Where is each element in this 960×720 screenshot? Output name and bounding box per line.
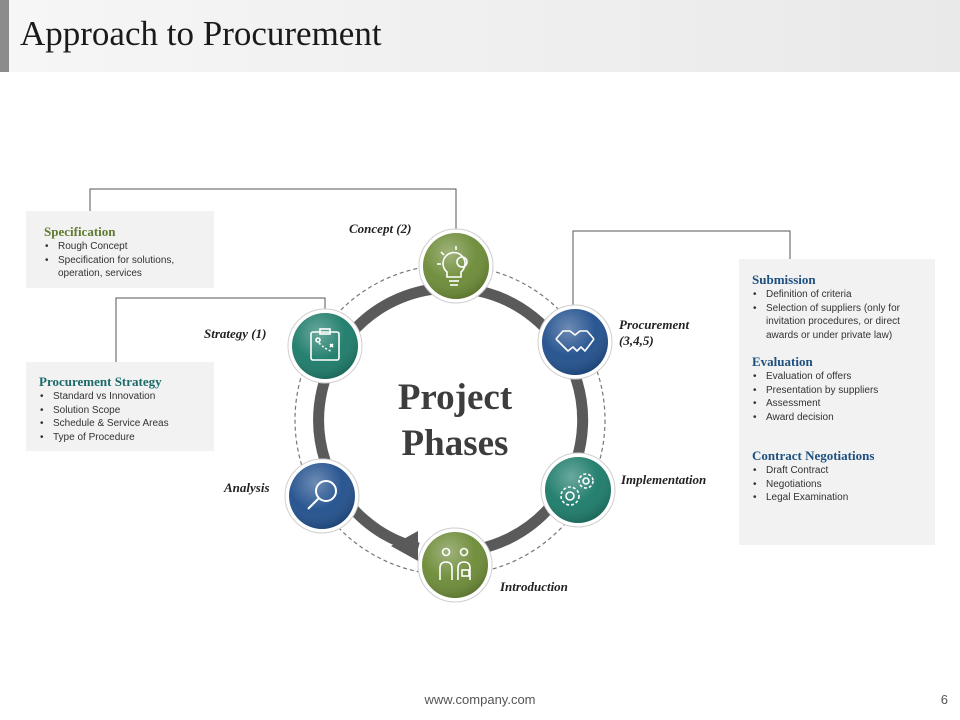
specification-box: Specification Rough Concept Specificatio…	[26, 211, 214, 288]
list-item: Presentation by suppliers	[752, 384, 925, 398]
label-strategy: Strategy (1)	[204, 326, 267, 341]
node-strategy	[287, 308, 363, 384]
gears-icon	[560, 473, 594, 506]
list-item: Type of Procedure	[39, 431, 204, 445]
title-accent-bar	[0, 0, 9, 72]
node-implementation	[540, 452, 616, 528]
list-item: Award decision	[752, 411, 925, 425]
label-introduction: Introduction	[500, 579, 568, 594]
connector-lines	[89, 188, 791, 362]
list-item: Rough Concept	[44, 240, 204, 254]
connector-procurement-strategy	[115, 297, 326, 362]
people-meeting-icon	[439, 547, 471, 580]
specification-heading: Specification	[44, 224, 116, 239]
evaluation-list: Evaluation of offers Presentation by sup…	[752, 370, 925, 424]
evaluation-heading: Evaluation	[752, 354, 813, 369]
handshake-icon	[555, 330, 595, 352]
list-item: Selection of suppliers (only for invitat…	[752, 302, 925, 343]
center-title-line1: Project	[397, 377, 513, 418]
procurement-strategy-box: Procurement Strategy Standard vs Innovat…	[26, 362, 214, 451]
label-implementation: Implementation	[621, 472, 707, 487]
list-item: Legal Examination	[752, 491, 925, 505]
connector-submission	[572, 230, 791, 308]
contract-negotiations-section: Contract Negotiations Draft Contract Neg…	[752, 448, 925, 505]
submission-heading: Submission	[752, 272, 816, 287]
node-concept	[418, 228, 494, 304]
list-item: Assessment	[752, 397, 925, 411]
list-item: Solution Scope	[39, 404, 204, 418]
node-procurement	[537, 304, 613, 380]
procurement-strategy-list: Standard vs Innovation Solution Scope Sc…	[39, 390, 204, 444]
strategy-board-icon	[310, 328, 340, 361]
node-analysis	[284, 458, 360, 534]
specification-list: Rough Concept Specification for solution…	[44, 240, 204, 281]
label-concept: Concept (2)	[349, 221, 412, 236]
title-bar: Approach to Procurement	[0, 0, 960, 72]
slide-title: Approach to Procurement	[20, 14, 382, 53]
submission-section: Submission Definition of criteria Select…	[752, 272, 925, 342]
lightbulb-gear-icon	[437, 246, 468, 286]
list-item: Draft Contract	[752, 464, 925, 478]
list-item: Standard vs Innovation	[39, 390, 204, 404]
contract-negotiations-heading: Contract Negotiations	[752, 448, 875, 463]
connector-specification	[89, 188, 457, 230]
procurement-strategy-heading: Procurement Strategy	[39, 374, 162, 389]
submission-list: Definition of criteria Selection of supp…	[752, 288, 925, 342]
page-number: 6	[940, 692, 948, 707]
center-title-line2: Phases	[401, 423, 509, 464]
magnifier-icon	[307, 480, 337, 510]
evaluation-section: Evaluation Evaluation of offers Presenta…	[752, 354, 925, 424]
node-introduction	[417, 527, 493, 603]
list-item: Schedule & Service Areas	[39, 417, 204, 431]
footer-url: www.company.com	[424, 692, 536, 707]
list-item: Evaluation of offers	[752, 370, 925, 384]
label-analysis: Analysis	[224, 480, 270, 495]
center-title: Project Phases	[355, 375, 555, 467]
phases-detail-box: Submission Definition of criteria Select…	[739, 259, 935, 545]
label-procurement: Procurement (3,4,5)	[619, 317, 690, 348]
contract-negotiations-list: Draft Contract Negotiations Legal Examin…	[752, 464, 925, 505]
list-item: Specification for solutions, operation, …	[44, 254, 204, 281]
cycle-arrowhead	[391, 531, 418, 561]
list-item: Definition of criteria	[752, 288, 925, 302]
list-item: Negotiations	[752, 478, 925, 492]
